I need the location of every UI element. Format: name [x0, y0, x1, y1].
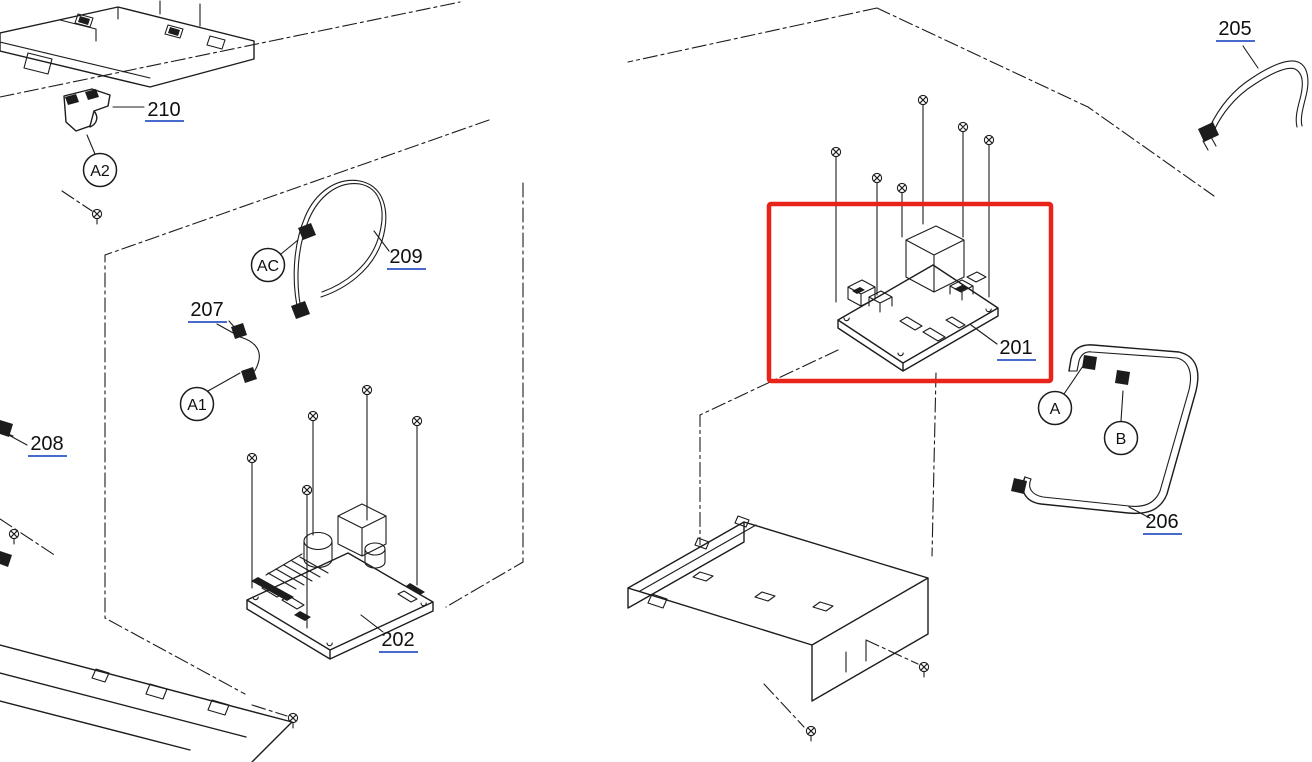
callout-circle — [1103, 420, 1139, 456]
part-label-201[interactable]: 201 — [999, 337, 1032, 359]
board-outline — [837, 264, 999, 372]
callout-circle — [82, 152, 118, 188]
part-label-209[interactable]: 209 — [389, 246, 422, 268]
callout-a: A — [1037, 365, 1084, 426]
cable-path — [293, 179, 387, 316]
part-label-205[interactable]: 205 — [1218, 18, 1251, 40]
screw-icon — [91, 208, 103, 225]
part-label-210[interactable]: 210 — [147, 99, 180, 121]
part-label-206[interactable]: 206 — [1145, 511, 1178, 533]
leader-line — [360, 614, 384, 633]
part-210: 210 — [63, 88, 184, 225]
callout-label-a: A — [1050, 401, 1061, 418]
chassis-bottom-left — [0, 644, 299, 762]
leader-line — [207, 372, 241, 392]
part-209: 209 — [291, 179, 426, 319]
leader-line — [86, 134, 96, 155]
part-206: 206 — [1011, 344, 1199, 535]
leader-line — [970, 324, 998, 345]
leader-line — [1242, 45, 1259, 69]
screw-icon — [896, 182, 908, 199]
screw-icon — [246, 452, 258, 469]
screw-icon — [8, 528, 20, 545]
chassis-outline — [627, 521, 929, 702]
screw-icon — [301, 484, 313, 501]
callout-a2: A2 — [82, 134, 118, 188]
callout-ac: AC — [250, 239, 299, 283]
frame-clips — [1011, 355, 1130, 494]
harness-connector-pins — [1202, 136, 1217, 151]
misc-left-edge — [0, 528, 20, 567]
callout-label-b: B — [1116, 431, 1127, 448]
connector-dark — [0, 420, 13, 437]
screw-icon — [287, 712, 299, 729]
part-208: 208 — [0, 420, 67, 457]
cable-connectors — [231, 323, 257, 383]
leader-line — [4, 432, 28, 446]
chassis-details — [91, 668, 230, 716]
callout-label-a1: A1 — [187, 397, 207, 414]
part-205: 205 — [1198, 18, 1309, 151]
chassis-outline — [0, 644, 293, 762]
part-202: 202 — [246, 384, 434, 660]
frame-inner — [1024, 351, 1192, 507]
screw-icon — [918, 661, 930, 678]
part-label-208[interactable]: 208 — [30, 433, 63, 455]
screw-icon — [957, 121, 969, 138]
screw-icon — [411, 415, 423, 432]
assembly-details — [0, 0, 226, 79]
screw-icon — [917, 94, 929, 111]
callout-circle — [179, 386, 215, 422]
screw-icon — [307, 410, 319, 427]
screw-axis-lines — [835, 109, 990, 303]
bracket-dark-clips — [65, 89, 99, 105]
part-207: 207 — [188, 299, 260, 383]
screw-icon — [830, 146, 842, 163]
callout-b: B — [1103, 390, 1139, 456]
callout-a1: A1 — [179, 372, 241, 422]
harness-connector — [1198, 122, 1219, 142]
construction-lines — [0, 1, 1215, 728]
assembly-top-left — [0, 0, 255, 88]
leader-line — [373, 230, 390, 252]
leader-line — [1063, 365, 1084, 395]
edge-connector-dark — [0, 551, 12, 567]
screw-icon — [361, 384, 373, 401]
part-label-207[interactable]: 207 — [190, 299, 223, 321]
screw-icon — [871, 172, 883, 189]
screw-axis-lines — [251, 399, 418, 629]
board-components — [252, 503, 427, 647]
highlight-box-201 — [766, 201, 1054, 384]
cable-connectors — [291, 223, 316, 319]
bracket-outline — [63, 88, 111, 132]
chassis-bottom-center — [627, 515, 930, 742]
part-label-202[interactable]: 202 — [381, 629, 414, 651]
callout-circle — [250, 247, 286, 283]
leader-line — [280, 239, 299, 255]
screw-icon — [983, 134, 995, 151]
harness-path — [1206, 60, 1309, 136]
part-201: 201 — [766, 94, 1054, 384]
leader-line — [1128, 506, 1151, 519]
callout-label-a2: A2 — [90, 163, 110, 180]
board-outline — [246, 552, 434, 660]
frame-outer — [1022, 344, 1199, 515]
chassis-details — [639, 515, 867, 673]
leader-line — [1120, 390, 1124, 422]
leader-line — [216, 323, 236, 335]
screw-icon — [805, 725, 817, 742]
board-dark-parts — [251, 577, 425, 621]
board-components — [843, 225, 992, 357]
callout-circle — [1037, 390, 1073, 426]
callout-label-ac: AC — [257, 258, 279, 275]
